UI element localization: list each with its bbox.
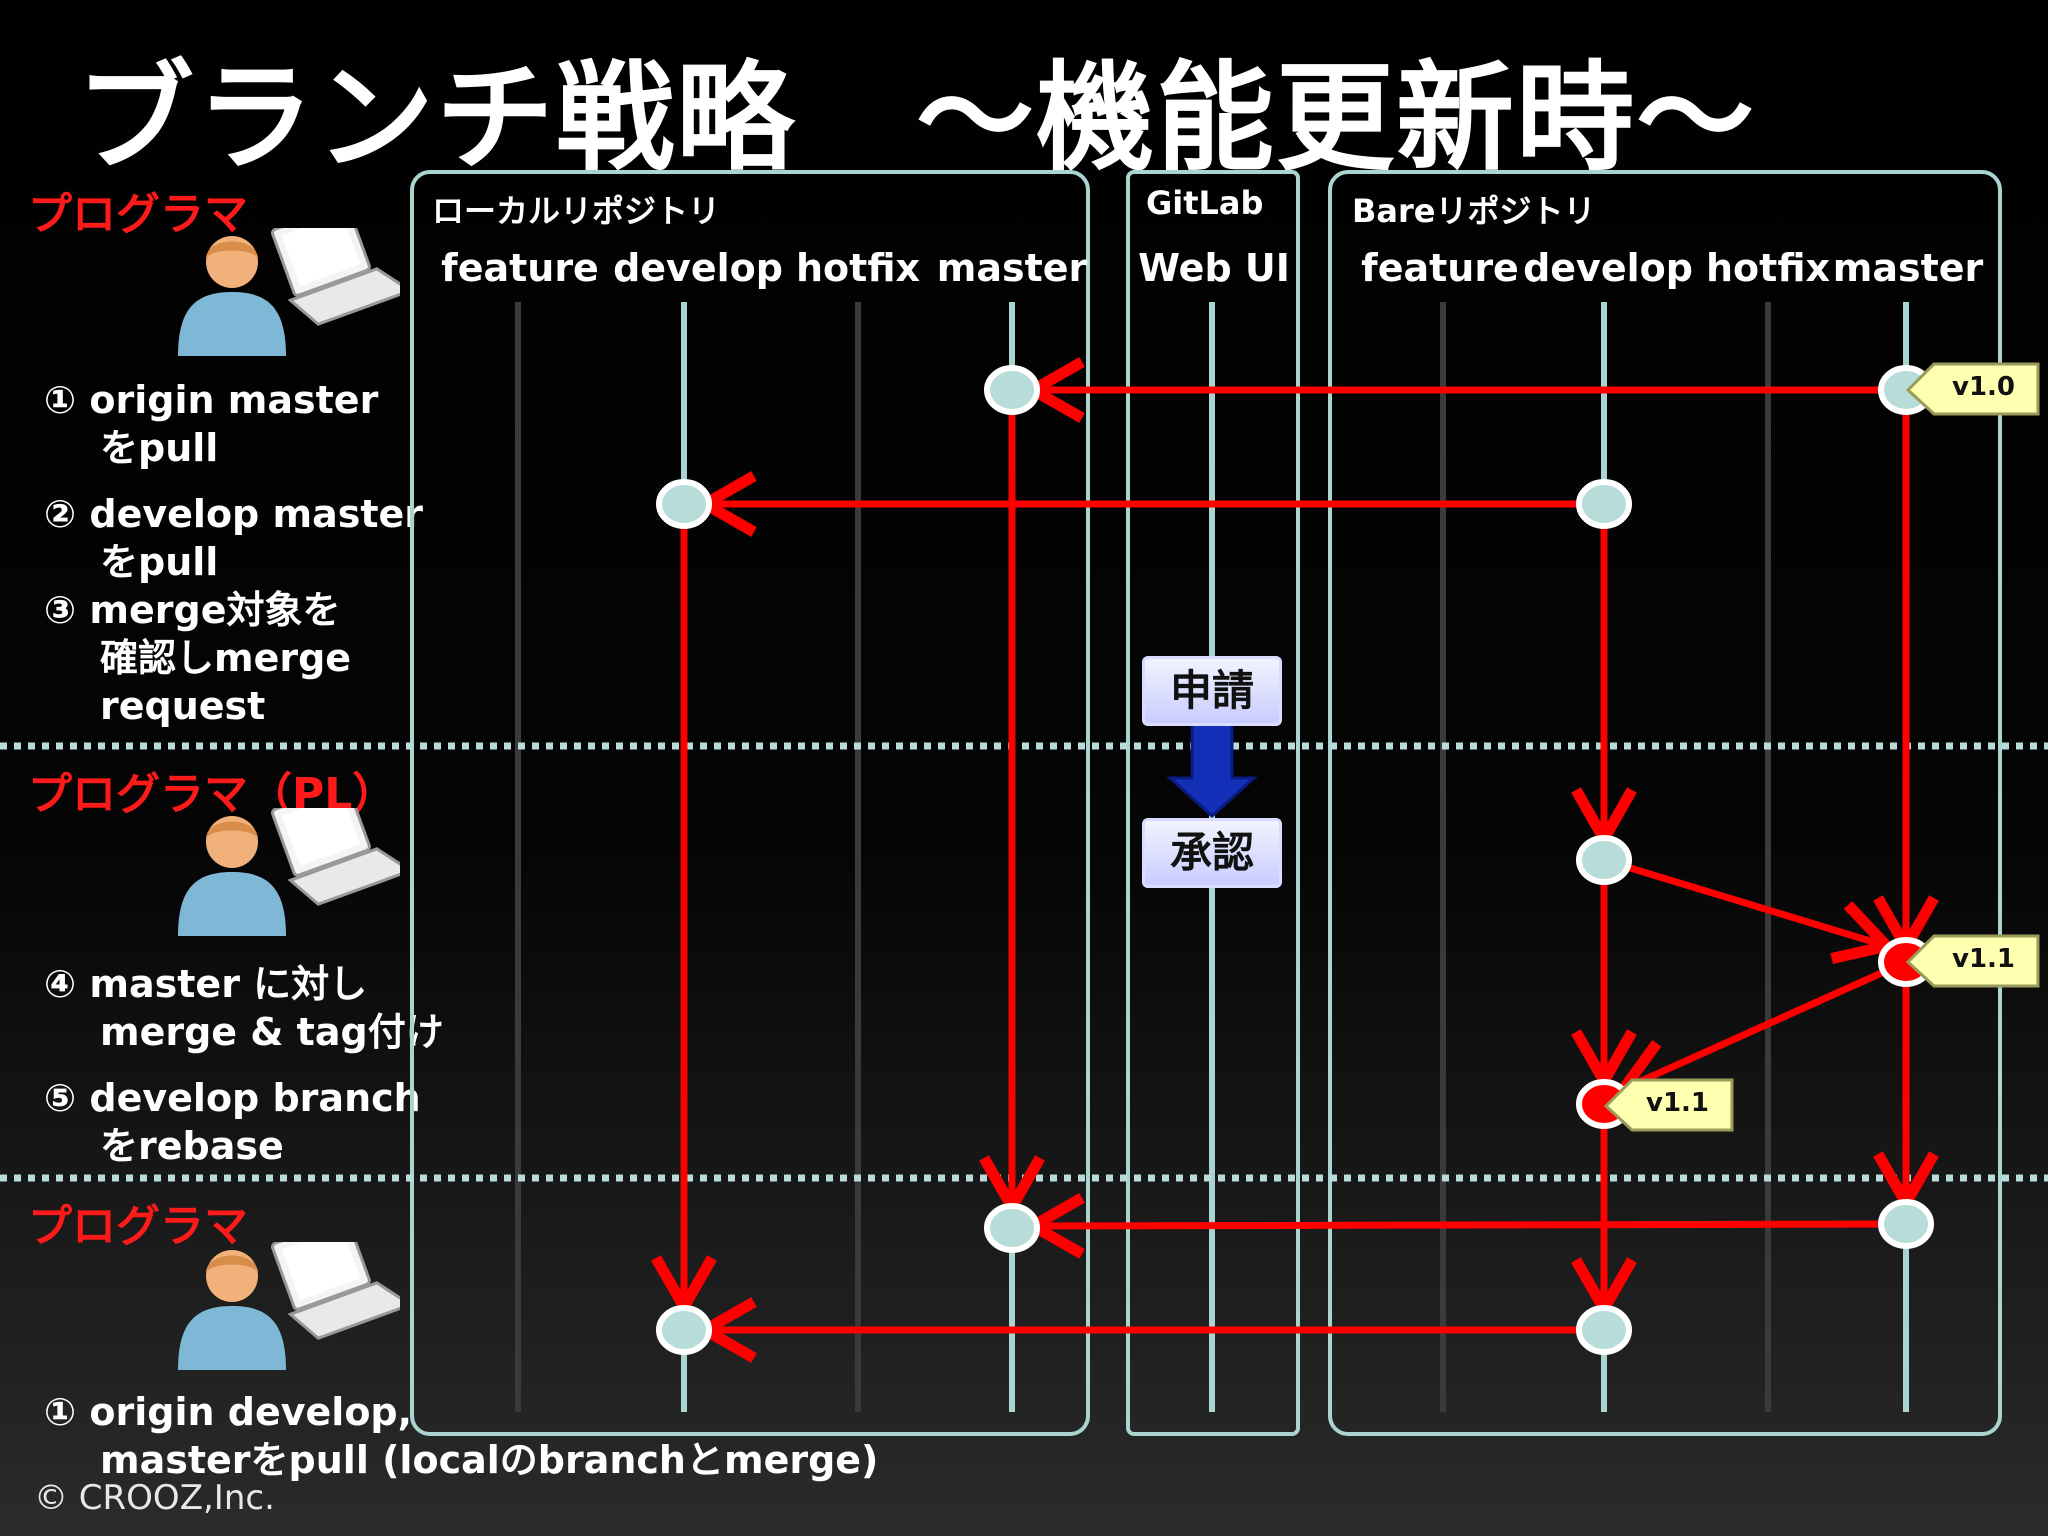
role-label-programmer-2: プログラマ	[28, 1201, 248, 1252]
commit-bare-develop-1	[1576, 479, 1632, 529]
bare-repository-label: Bareリポジトリ	[1352, 192, 1596, 230]
step-1: ① origin master をpull	[44, 376, 378, 472]
tag-master-v11-shape	[1905, 934, 2040, 988]
tag-develop-v11-shape	[1603, 1078, 1734, 1132]
step-3: ③ merge対象を 確認しmerge request	[44, 586, 351, 730]
tag-develop-v11: v1.1	[1646, 1088, 1710, 1118]
gitlab-col-web-ui: Web UI	[1138, 246, 1290, 290]
bare-col-master: master	[1832, 246, 1984, 290]
merge-request-button[interactable]: 申請	[1142, 656, 1282, 726]
commit-local-develop-1	[656, 479, 712, 529]
arrow-merge-develop-to-master	[1602, 856, 1898, 965]
step-6-line-2: masterをpull (localのbranchとmerge)	[100, 1438, 879, 1482]
tag-master-v10: v1.0	[1952, 372, 2016, 402]
role-label-programmer: プログラマ	[28, 189, 248, 240]
programmer-icon	[178, 228, 400, 356]
local-col-master: master	[936, 246, 1088, 290]
approval-flow-arrow-icon	[1166, 716, 1258, 819]
commit-bare-develop-2	[1576, 835, 1632, 885]
local-col-hotfix: hotfix	[795, 246, 921, 290]
bare-col-develop: develop	[1523, 246, 1693, 290]
step-5-line-2: をrebase	[100, 1124, 284, 1168]
commit-local-master-1	[984, 365, 1040, 415]
arrow-rebase-master-to-develop	[1613, 958, 1908, 1100]
step-1-line-2: をpull	[100, 426, 219, 470]
local-col-feature: feature	[441, 246, 599, 290]
step-3-line-3: request	[100, 684, 266, 728]
gitlab-box	[1126, 170, 1300, 1436]
step-2: ② develop master をpull	[44, 490, 423, 586]
step-4-line-2: merge & tag付け	[100, 1010, 444, 1054]
commit-bare-develop-4	[1576, 1305, 1632, 1355]
step-6-line-1: ① origin develop,	[44, 1390, 413, 1434]
programmer-pl-icon	[178, 808, 400, 936]
gitlab-label: GitLab	[1146, 184, 1264, 222]
commit-bare-master-3	[1878, 1199, 1934, 1249]
tag-master-v11: v1.1	[1952, 944, 2016, 974]
bare-col-hotfix: hotfix	[1705, 246, 1831, 290]
programmer-2-icon	[178, 1242, 400, 1370]
bare-col-feature: feature	[1361, 246, 1519, 290]
step-4: ④ master に対し merge & tag付け	[44, 960, 444, 1056]
step-2-line-1: ② develop master	[44, 492, 424, 536]
step-3-line-1: ③ merge対象を	[44, 588, 341, 632]
local-repository-box	[410, 170, 1090, 1436]
step-3-line-2: 確認しmerge	[100, 636, 352, 680]
tag-master-v10-shape	[1905, 362, 2040, 416]
bare-repository-box	[1328, 170, 2002, 1436]
step-1-line-1: ① origin master	[44, 378, 379, 422]
approve-button[interactable]: 承認	[1142, 818, 1282, 888]
local-col-develop: develop	[613, 246, 783, 290]
commit-local-develop-2	[656, 1305, 712, 1355]
commit-local-master-2	[984, 1203, 1040, 1253]
page-title: ブランチ戦略 ～機能更新時～	[76, 49, 1757, 187]
copyright: © CROOZ,Inc.	[34, 1478, 275, 1518]
step-5: ⑤ develop branch をrebase	[44, 1074, 421, 1170]
step-6: ① origin develop, masterをpull (localのbra…	[44, 1388, 878, 1484]
step-2-line-2: をpull	[100, 540, 219, 584]
step-5-line-1: ⑤ develop branch	[44, 1076, 421, 1120]
arrow-pull-master-2	[1021, 1193, 1907, 1259]
step-4-line-1: ④ master に対し	[44, 962, 368, 1006]
local-repository-label: ローカルリポジトリ	[432, 192, 721, 230]
